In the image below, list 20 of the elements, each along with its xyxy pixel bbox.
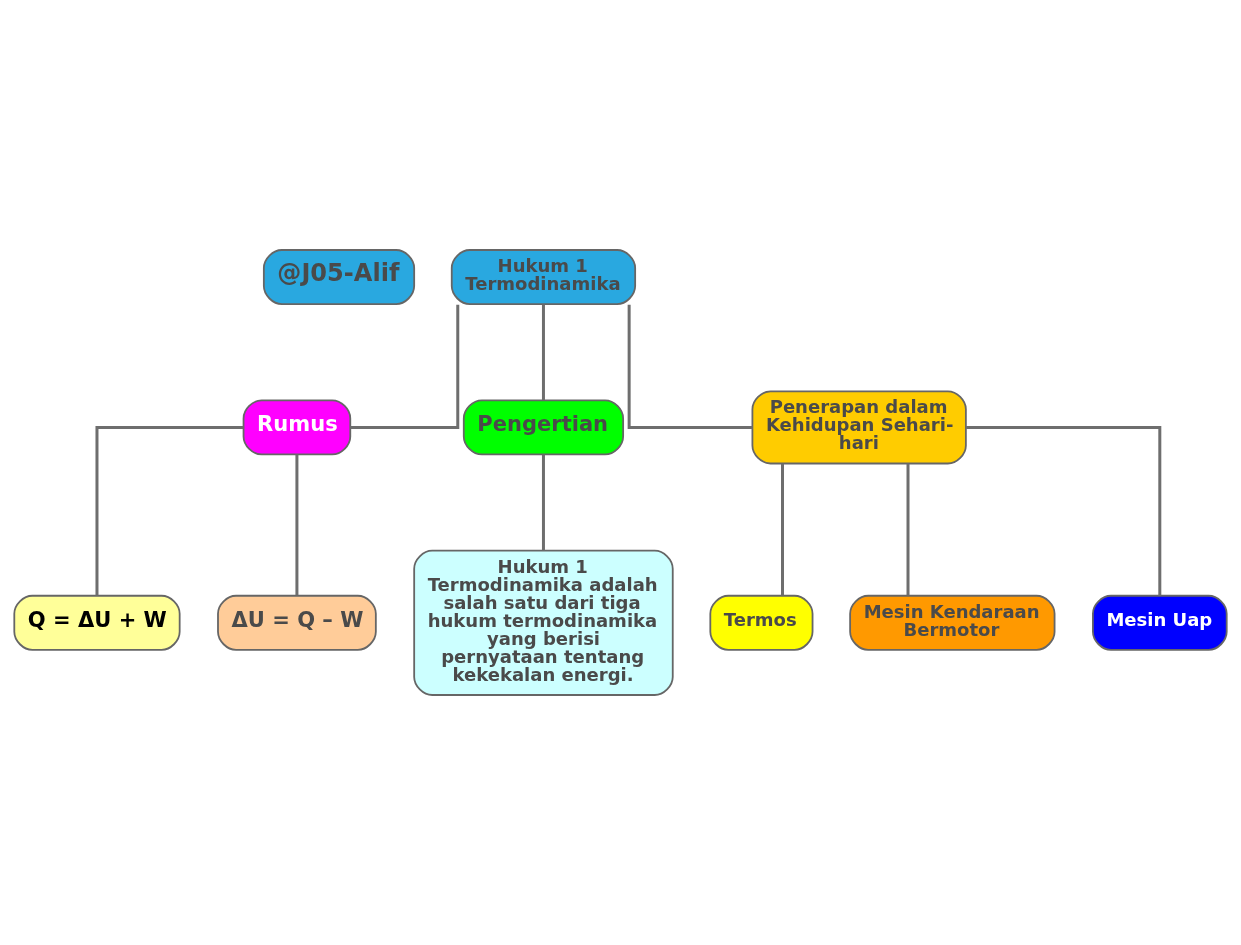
node-box: Rumus: [242, 399, 352, 456]
node-box: Mesin Uap: [1092, 594, 1228, 651]
connector: [906, 463, 910, 596]
node-box: Hukum 1 Termodinamika adalah salah satu dari tiga hukum termodinamika yang berisi pernyataan tentang kekekalan energi.: [413, 549, 674, 696]
connector: [966, 425, 1162, 596]
node-box: Mesin Kendaraan Bermotor: [849, 594, 1056, 651]
connector: [350, 304, 460, 429]
connector: [780, 463, 784, 596]
node-box: Penerapan dalam Kehidupan Sehari-hari: [751, 390, 967, 465]
node-box: Pengertian: [462, 399, 625, 456]
connector: [95, 425, 244, 596]
connector: [541, 304, 545, 400]
node-box: Q = ΔU + W: [13, 594, 181, 651]
node-box: Termos: [709, 594, 814, 651]
connector: [627, 304, 753, 429]
node-box: @J05-Alif: [262, 249, 416, 306]
connector: [295, 454, 299, 596]
node-box: ΔU = Q – W: [217, 594, 377, 651]
connector: [541, 454, 545, 551]
node-box: Hukum 1 Termodinamika: [450, 249, 637, 306]
